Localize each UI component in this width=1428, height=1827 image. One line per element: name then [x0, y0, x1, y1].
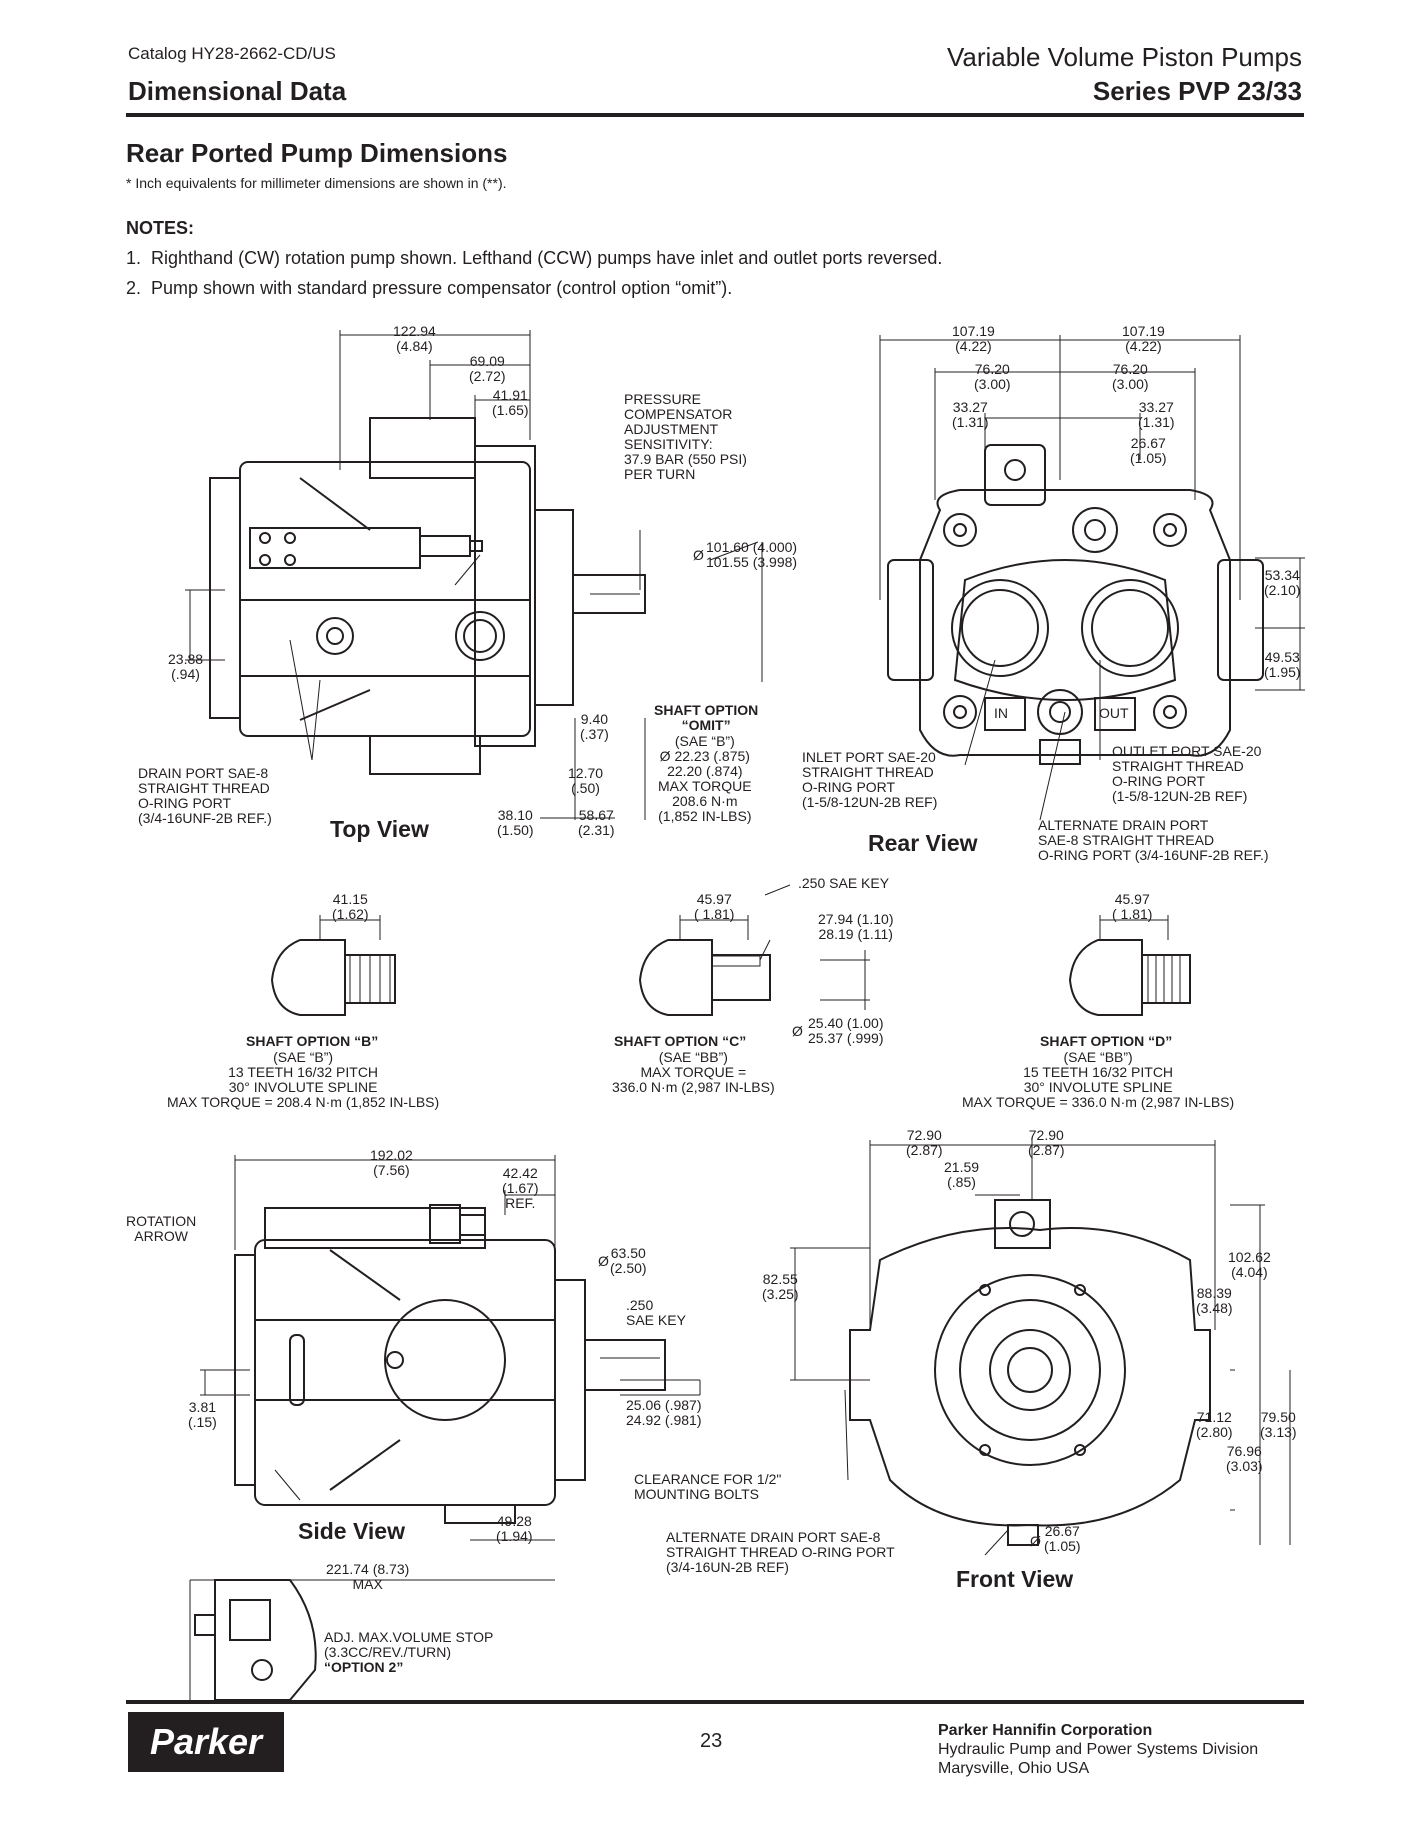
- clearance-note: CLEARANCE FOR 1/2" MOUNTING BOLTS: [634, 1471, 782, 1502]
- shaft-c-drawing: [638, 939, 771, 1016]
- top-dim-69-09: 69.09 (2.72): [469, 353, 506, 384]
- top-dim-12-70: 12.70 (.50): [568, 765, 604, 796]
- rear-dim-53-34: 53.34 (2.10): [1264, 567, 1301, 598]
- front-dim-79-50: 79.50 (3.13): [1260, 1409, 1297, 1440]
- shaft-c-dim-25-40: 25.40 (1.00) 25.37 (.999): [808, 1015, 884, 1046]
- out-port-tag: OUT: [1099, 705, 1129, 721]
- top-dim-9-40: 9.40 (.37): [580, 711, 609, 742]
- option2-drawing: [194, 1579, 317, 1701]
- front-view-drawing: [849, 1199, 1211, 1546]
- front-dia-symbol: Ø: [1030, 1533, 1041, 1549]
- division-name: Hydraulic Pump and Power Systems Divisio…: [938, 1741, 1259, 1758]
- rear-dim-33-27-right: 33.27 (1.31): [1138, 399, 1175, 430]
- side-dim-3-81: 3.81 (.15): [188, 1399, 217, 1430]
- front-dim-72-90-right: 72.90 (2.87): [1028, 1127, 1065, 1158]
- note-1: 1. Righthand (CW) rotation pump shown. L…: [126, 248, 943, 268]
- note-2: 2. Pump shown with standard pressure com…: [126, 278, 733, 298]
- shaft-c-dim-27-94: 27.94 (1.10) 28.19 (1.11): [818, 911, 894, 942]
- side-dim-49-28: 49.28 (1.94): [496, 1513, 533, 1544]
- rear-dim-76-20-right: 76.20 (3.00): [1112, 361, 1149, 392]
- page-title: Rear Ported Pump Dimensions: [126, 138, 508, 168]
- front-dim-26-67: 26.67 (1.05): [1044, 1523, 1081, 1554]
- shaft-d-drawing: [1068, 939, 1191, 1016]
- top-dim-122-94: 122.94 (4.84): [393, 323, 436, 354]
- front-dim-82-55: 82.55 (3.25): [762, 1271, 799, 1302]
- top-view-drawing: [209, 417, 646, 775]
- header-rule: [126, 113, 1304, 117]
- catalog-number: Catalog HY28-2662-CD/US: [128, 44, 336, 63]
- rear-view-label: Rear View: [868, 830, 978, 856]
- shaft-omit-spec: (SAE “B”) Ø 22.23 (.875) 22.20 (.874) MA…: [658, 733, 752, 824]
- shaft-b-spec: (SAE “B”) 13 TEETH 16/32 PITCH 30° INVOL…: [167, 1049, 440, 1110]
- outlet-port-note: OUTLET PORT SAE-20 STRAIGHT THREAD O-RIN…: [1112, 743, 1262, 804]
- top-dim-41-91: 41.91 (1.65): [492, 387, 529, 418]
- product-title: Variable Volume Piston Pumps: [946, 42, 1302, 72]
- rear-dim-76-20-left: 76.20 (3.00): [974, 361, 1011, 392]
- shaft-b-dim: 41.15 (1.62): [332, 891, 369, 922]
- front-dim-88-39: 88.39 (3.48): [1196, 1285, 1233, 1316]
- shaft-d-spec: (SAE “BB”) 15 TEETH 16/32 PITCH 30° INVO…: [962, 1049, 1235, 1110]
- shaft-c-spec: (SAE “BB”) MAX TORQUE = 336.0 N·m (2,987…: [612, 1049, 775, 1095]
- rear-dim-107-19-right: 107.19 (4.22): [1122, 323, 1165, 354]
- footer-rule: [126, 1700, 1304, 1704]
- top-dim-58-67: 58.67 (2.31): [578, 807, 615, 838]
- company-name: Parker Hannifin Corporation: [938, 1722, 1153, 1739]
- shaft-omit-title: SHAFT OPTION “OMIT”: [654, 702, 759, 733]
- top-dim-23-88: 23.88 (.94): [168, 651, 204, 682]
- front-dim-102-62: 102.62 (4.04): [1228, 1249, 1271, 1280]
- page-number: 23: [700, 1730, 723, 1752]
- top-dim-101-60: 101.60 (4.000) 101.55 (3.998): [706, 539, 798, 570]
- company-location: Marysville, Ohio USA: [938, 1760, 1090, 1777]
- shaft-d-dim: 45.97 ( 1.81): [1112, 891, 1153, 922]
- front-dim-72-90-left: 72.90 (2.87): [906, 1127, 943, 1158]
- rear-dim-33-27-left: 33.27 (1.31): [952, 399, 989, 430]
- in-port-tag: IN: [994, 705, 1008, 721]
- rear-view-drawing: [887, 444, 1264, 765]
- adj-stop-note: ADJ. MAX.VOLUME STOP (3.3CC/REV./TURN): [324, 1629, 494, 1660]
- rear-alt-drain-note: ALTERNATE DRAIN PORT SAE-8 STRAIGHT THRE…: [1038, 817, 1269, 863]
- side-dim-25-06: 25.06 (.987) 24.92 (.981): [626, 1397, 702, 1428]
- side-view-label: Side View: [298, 1518, 405, 1544]
- rear-dim-26-67: 26.67 (1.05): [1130, 435, 1167, 466]
- side-key-note: .250 SAE KEY: [626, 1297, 686, 1328]
- inlet-port-note: INLET PORT SAE-20 STRAIGHT THREAD O-RING…: [802, 749, 938, 810]
- shaft-b-drawing: [270, 939, 396, 1016]
- front-view-label: Front View: [956, 1566, 1074, 1592]
- option-2-label: “OPTION 2”: [324, 1659, 404, 1675]
- section-title: Dimensional Data: [128, 76, 347, 106]
- shaft-b-title: SHAFT OPTION “B”: [246, 1033, 379, 1049]
- notes-heading: NOTES:: [126, 218, 195, 238]
- side-dim-42-42: 42.42 (1.67) REF.: [502, 1165, 539, 1211]
- page-subtitle: * Inch equivalents for millimeter dimens…: [126, 175, 507, 191]
- shaft-c-title: SHAFT OPTION “C”: [614, 1033, 747, 1049]
- top-view-label: Top View: [330, 816, 429, 842]
- front-dim-76-96: 76.96 (3.03): [1226, 1443, 1263, 1474]
- front-dim-21-59: 21.59 (.85): [944, 1159, 980, 1190]
- side-dia-symbol: Ø: [598, 1253, 609, 1269]
- series-title: Series PVP 23/33: [1092, 76, 1302, 106]
- pressure-compensator-note: PRESSURE COMPENSATOR ADJUSTMENT SENSITIV…: [624, 391, 747, 482]
- drain-port-note: DRAIN PORT SAE-8 STRAIGHT THREAD O-RING …: [138, 765, 272, 826]
- front-dim-71-12: 71.12 (2.80): [1196, 1409, 1233, 1440]
- rear-dim-107-19-left: 107.19 (4.22): [952, 323, 995, 354]
- parker-logo: Parker: [128, 1712, 284, 1772]
- top-dia-symbol: Ø: [693, 547, 704, 563]
- shaft-d-title: SHAFT OPTION “D”: [1040, 1033, 1173, 1049]
- shaft-c-key-note: .250 SAE KEY: [798, 875, 890, 891]
- shaft-c-dia-symbol: Ø: [792, 1023, 803, 1039]
- side-dim-221-74: 221.74 (8.73) MAX: [326, 1561, 410, 1592]
- side-dim-192-02: 192.02 (7.56): [370, 1147, 413, 1178]
- top-dim-38-10: 38.10 (1.50): [497, 807, 534, 838]
- rear-dim-49-53: 49.53 (1.95): [1264, 649, 1301, 680]
- side-dim-63-50: 63.50 (2.50): [610, 1245, 647, 1276]
- shaft-c-dim: 45.97 ( 1.81): [694, 891, 735, 922]
- side-alt-drain-note: ALTERNATE DRAIN PORT SAE-8 STRAIGHT THRE…: [666, 1529, 895, 1575]
- rotation-arrow-note: ROTATION ARROW: [126, 1213, 197, 1244]
